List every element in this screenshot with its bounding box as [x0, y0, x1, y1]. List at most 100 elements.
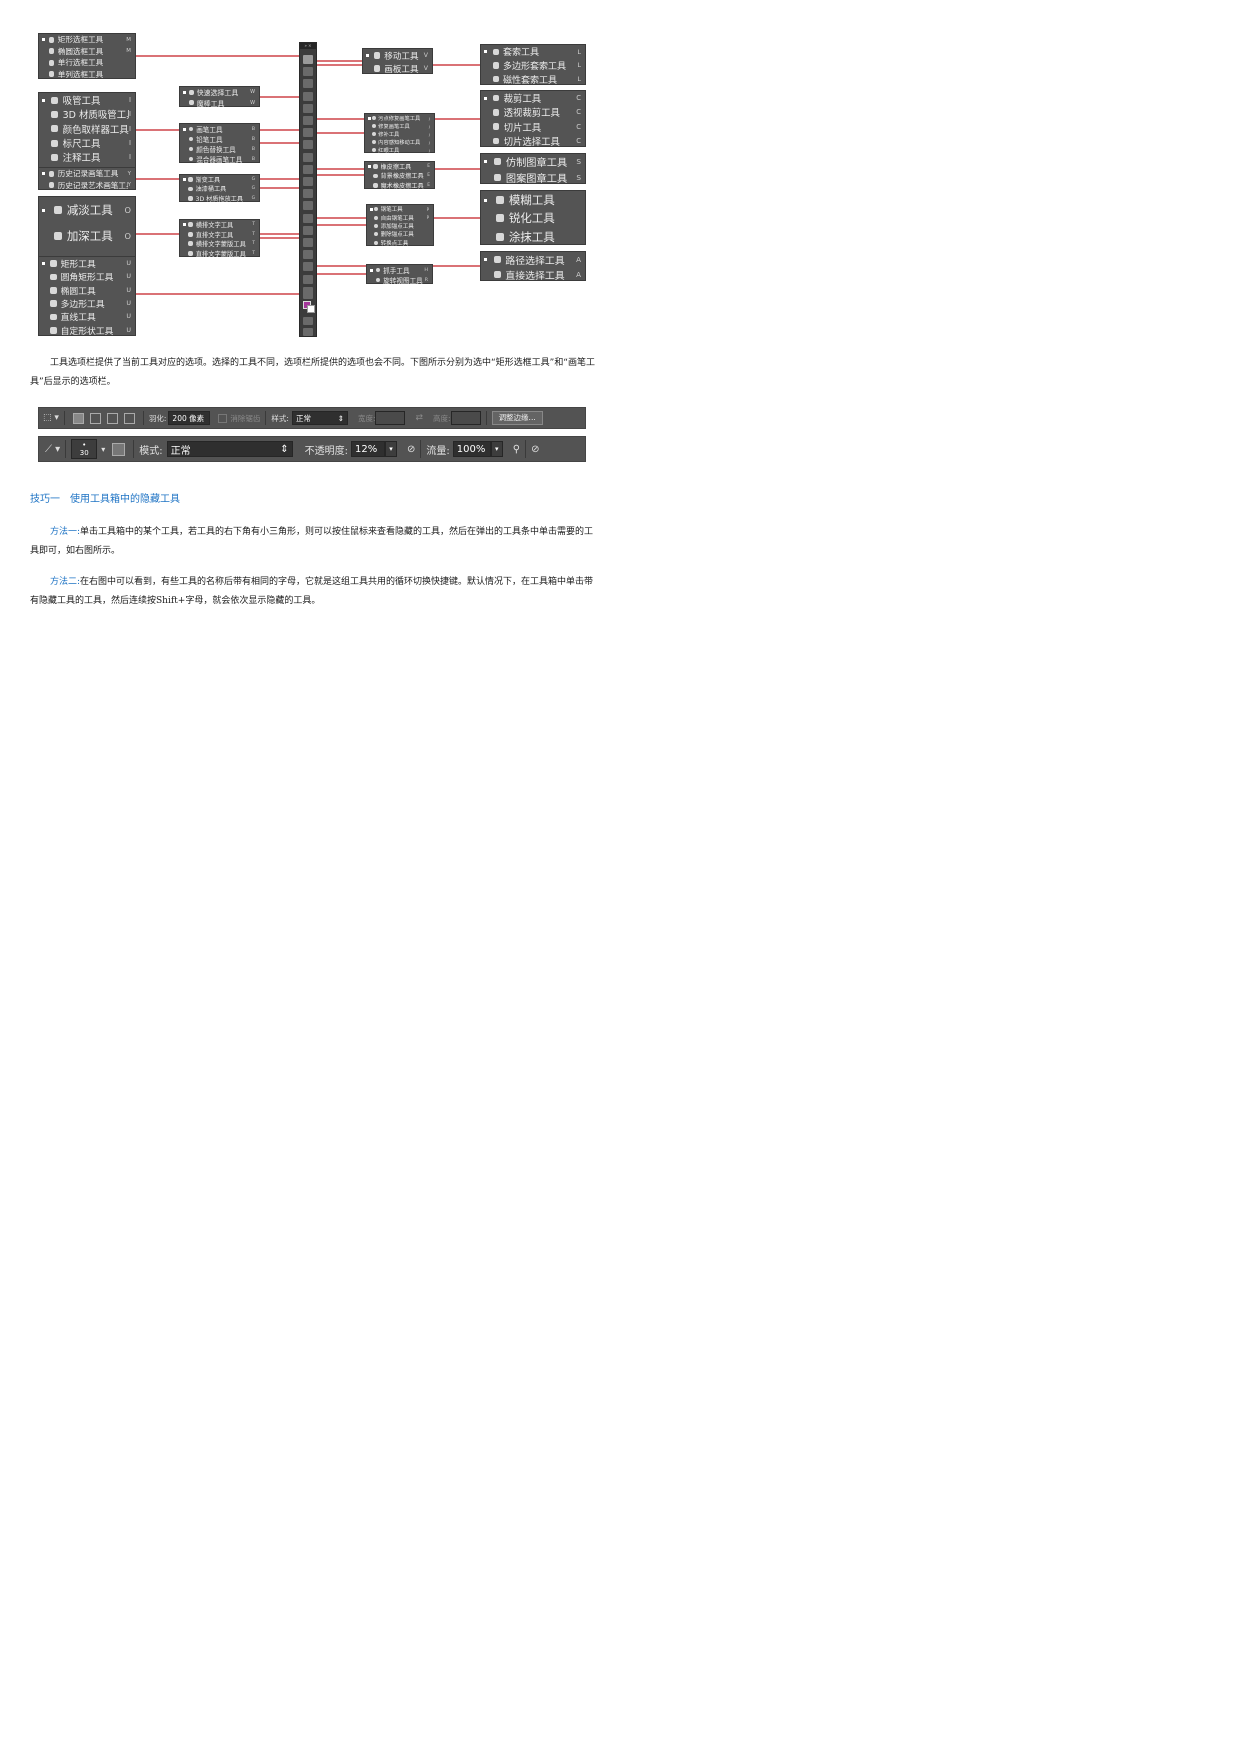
marquee-preset-icon[interactable]: ⬚ ▾ — [43, 413, 59, 423]
toolbox[interactable]: » × — [299, 42, 317, 337]
clone-stamp-icon[interactable] — [303, 152, 313, 162]
opacity-input[interactable]: 12% — [350, 441, 385, 457]
width-input[interactable] — [375, 411, 406, 425]
flyout-item[interactable]: 删除锚点工具 — [367, 230, 433, 238]
flow-arrow-icon[interactable]: ▾ — [490, 441, 503, 457]
flyout-item[interactable]: 单列选框工具 — [39, 69, 135, 81]
history-brush-icon[interactable] — [303, 164, 313, 174]
brush-size-arrow-icon[interactable]: ▾ — [101, 444, 106, 454]
flyout-item[interactable]: 模糊工具 — [481, 191, 585, 209]
flyout-item[interactable]: 单行选框工具 — [39, 57, 135, 69]
dodge-icon[interactable] — [303, 213, 313, 223]
eyedropper-icon[interactable] — [303, 116, 313, 125]
quick-selection-icon[interactable] — [303, 91, 313, 101]
hand-icon[interactable] — [303, 274, 313, 284]
flyout-item[interactable]: 转换点工具 — [367, 239, 433, 247]
brush-preset-icon[interactable]: ⟋ ▾ — [45, 443, 61, 455]
rect-marquee-icon[interactable] — [303, 67, 313, 77]
new-selection-icon[interactable] — [72, 412, 84, 424]
subtract-from-selection-icon[interactable] — [106, 412, 118, 424]
opacity-arrow-icon[interactable]: ▾ — [384, 441, 397, 457]
style-select[interactable]: 正常⇕ — [291, 411, 348, 425]
flyout-item[interactable]: 添加锚点工具 — [367, 222, 433, 230]
brush-size-picker[interactable]: •30 — [71, 439, 98, 459]
swap-dimensions-icon[interactable]: ⇄ — [415, 413, 424, 423]
rectangle-shape-icon[interactable] — [303, 262, 313, 272]
eraser-icon[interactable] — [303, 177, 313, 186]
add-to-selection-icon[interactable] — [89, 412, 101, 424]
flyout-item[interactable]: 涂抹工具 — [481, 228, 585, 246]
pressure-size-icon[interactable]: ⊘ — [531, 443, 540, 455]
airbrush-icon[interactable]: ⚲ — [512, 443, 521, 455]
height-input[interactable] — [450, 411, 481, 425]
pressure-opacity-icon[interactable]: ⊘ — [406, 443, 416, 455]
pen-icon[interactable] — [303, 225, 313, 235]
quick-mask-icon[interactable] — [303, 317, 313, 325]
flow-input[interactable]: 100% — [452, 441, 491, 457]
crop-icon[interactable] — [303, 103, 313, 113]
blur-icon[interactable] — [303, 201, 313, 211]
mode-select[interactable]: 正常⇕ — [166, 441, 293, 457]
brush-icon[interactable] — [303, 140, 313, 150]
antialias-checkbox[interactable] — [218, 413, 228, 423]
healing-brush-icon[interactable] — [303, 128, 313, 138]
zoom-icon[interactable] — [303, 286, 313, 296]
move-icon[interactable] — [303, 55, 313, 64]
lasso-icon[interactable] — [303, 79, 313, 89]
swap-colors-icon[interactable] — [303, 293, 313, 299]
brush-panel-toggle-icon[interactable] — [112, 442, 126, 456]
refine-edge-button[interactable]: 调整边缘... — [491, 411, 543, 425]
feather-input[interactable]: 200 像素 — [168, 411, 211, 425]
gradient-icon[interactable] — [303, 189, 313, 199]
flyout-item[interactable]: 锐化工具 — [481, 209, 585, 227]
path-selection-icon[interactable] — [303, 250, 313, 260]
horizontal-type-icon[interactable] — [303, 238, 313, 247]
intersect-selection-icon[interactable] — [123, 412, 135, 424]
toolbox-header[interactable]: » × — [300, 43, 316, 49]
